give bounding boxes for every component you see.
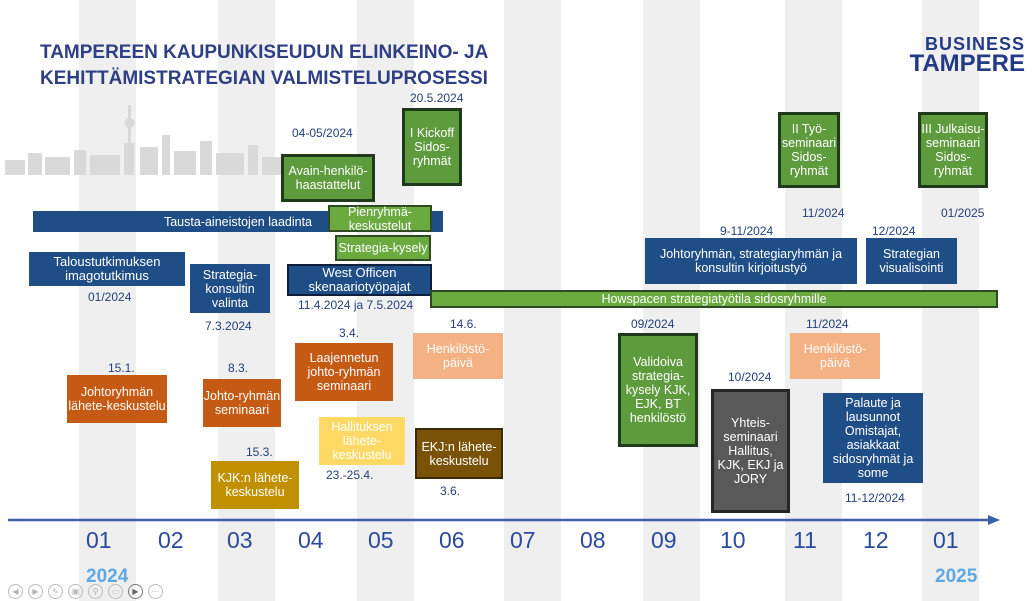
page-title-line2: KEHITTÄMISTRATEGIAN VALMISTELUPROSESSI [40,68,488,89]
label-09-2024: 09/2024 [631,317,675,331]
label-12-2024: 12/2024 [872,224,916,238]
box-taloustutkimus: Taloustutkimuksen imagotutkimus [29,252,185,286]
camera-icon[interactable]: ▶ [128,584,143,599]
box-visualisointi: Strategian visualisointi [866,238,957,284]
month-label: 01 [933,527,959,553]
brand-logo: BUSINESS TAMPERE [909,34,1025,77]
slides-icon[interactable]: ▭ [108,584,123,599]
month-label: 11 [793,527,817,553]
box-strategiakonsultti: Strategia-konsultin valinta [190,264,270,313]
box-kjk-lahete: KJK:n lähete-keskustelu [211,461,299,509]
label-skenaario-dates: 11.4.2024 ja 7.5.2024 [298,298,414,312]
month-label: 08 [580,527,606,553]
box-validoiva: Validoiva strategia-kysely KJK, EJK, BT … [618,333,698,447]
timeline-arrow [8,515,1000,525]
page-title: TAMPEREEN KAUPUNKISEUDUN ELINKEINO- JA K… [40,40,510,92]
label-14-6: 14.6. [450,317,477,331]
box-avainhenkilo: Avain-henkilö-haastattelut [281,154,375,202]
month-column-01 [79,0,136,601]
pen-icon[interactable]: ✎ [48,584,63,599]
label-8-3: 8.3. [228,361,249,375]
box-tyoseminaari: II Työ-seminaari Sidos-ryhmät [778,112,840,188]
box-palaute: Palaute ja lausunnot Omistajat, asiakkaa… [823,393,923,483]
box-johtoryhman-lahete: Johtoryhmän lähete-keskustelu [67,375,167,423]
label-15-3: 15.3. [246,445,273,459]
label-3-6: 3.6. [440,484,461,498]
year-end: 2025 [935,566,978,587]
box-kirjoitustyo: Johtoryhmän, strategiaryhmän ja konsulti… [645,238,857,284]
brand-line1: BUSINESS [924,34,1025,54]
label-11-2024: 11/2024 [806,317,849,331]
month-label: 05 [368,527,394,553]
label-11-12-2024: 11-12/2024 [845,491,905,505]
month-label: 10 [720,527,746,553]
print-icon[interactable]: ▣ [68,584,83,599]
month-label: 02 [158,527,184,553]
label-20-5-2024: 20.5.2024 [410,91,464,105]
prev-icon[interactable]: ◀ [8,584,23,599]
box-strategiakysely: Strategia-kysely [335,235,431,261]
month-label: 12 [863,527,889,553]
brand-line2: TAMPERE [909,50,1025,77]
month-label: 01 [86,527,112,553]
box-pienryhma: Pienryhmä-keskustelut [328,205,432,233]
box-julkaisuseminaari: III Julkaisu-seminaari Sidos-ryhmät [918,112,988,188]
label-7-3-2024: 7.3.2024 [205,319,252,333]
box-kickoff: I Kickoff Sidos-ryhmät [402,108,462,186]
label-10-2024: 10/2024 [728,370,772,384]
label-3-4: 3.4. [339,326,360,340]
box-henkilosto-2: Henkilöstö-päivä [790,333,880,379]
month-label: 06 [439,527,465,553]
zoom-icon[interactable]: ⚲ [88,584,103,599]
page-title-line1: TAMPEREEN KAUPUNKISEUDUN ELINKEINO- JA [40,42,489,63]
label-15-1: 15.1. [108,361,135,375]
box-westofficen: West Officen skenaariotyöpajat [287,264,432,296]
bar-howspace: Howspacen strategiatyötila sidosryhmille [430,290,998,308]
next-icon[interactable]: ▶ [28,584,43,599]
box-johtoryhman-seminaari: Johto-ryhmän seminaari [203,379,281,427]
box-laajennetun: Laajennetun johto-ryhmän seminaari [295,343,393,401]
month-label: 03 [227,527,253,553]
label-01-2024: 01/2024 [88,290,132,304]
more-icon[interactable]: ⋯ [148,584,163,599]
year-start: 2024 [86,566,129,587]
box-yhteisseminaari: Yhteis-seminaari Hallitus, KJK, EKJ ja J… [711,389,790,513]
label-11-2024-top: 11/2024 [802,206,845,220]
box-henkilosto-1: Henkilöstö-päivä [413,333,503,379]
month-label: 09 [651,527,677,553]
label-01-2025: 01/2025 [941,206,985,220]
label-23-25-4: 23.-25.4. [326,468,374,482]
label-9-11-2024: 9-11/2024 [720,224,774,238]
box-ekj-lahete: EKJ:n lähete-keskustelu [415,428,503,479]
box-hallituksen: Hallituksen lähete-keskustelu [319,417,405,465]
month-label: 04 [298,527,324,553]
label-04-05-2024: 04-05/2024 [292,126,353,140]
month-column-05 [357,0,414,601]
skyline-image [5,105,286,175]
month-label: 07 [510,527,536,553]
